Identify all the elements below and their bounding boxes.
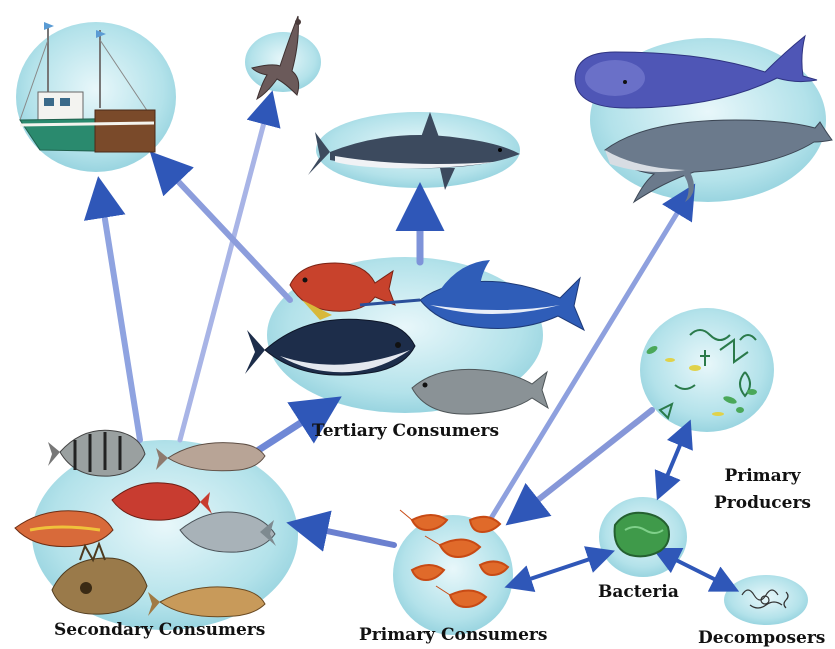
arrow-tertiary-to-boat xyxy=(149,151,293,303)
humpback-whale-icon xyxy=(604,119,833,204)
arrow-secondary-to-boat xyxy=(83,176,143,443)
wrasse-icon xyxy=(14,510,114,548)
primary-producers-node xyxy=(640,308,774,432)
sheepshead-icon xyxy=(48,429,146,477)
arrow-secondary-to-bird xyxy=(177,90,281,443)
diatom-icon xyxy=(646,329,757,420)
soft-arrows xyxy=(83,90,696,552)
primary-consumers-label: Primary Consumers xyxy=(359,625,548,645)
rockfish-icon xyxy=(111,482,212,521)
decomposer-icon xyxy=(741,589,789,609)
marlin-icon xyxy=(359,260,586,332)
grey-fish-icon xyxy=(411,368,549,415)
arrow-primary-to-whales xyxy=(487,183,696,523)
shark-icon xyxy=(308,112,520,190)
arrow-bacteria-primary xyxy=(504,546,615,592)
arrow-bacteria-producers xyxy=(654,419,693,501)
double-arrows xyxy=(504,419,740,592)
primary-producers-label: Primary Producers xyxy=(713,466,812,513)
decomposers-node xyxy=(724,575,808,625)
sperm-whale-icon xyxy=(574,34,818,109)
arrow-producers-to-primary xyxy=(505,407,655,526)
perch-icon xyxy=(156,442,266,472)
jack-icon xyxy=(179,511,276,553)
tuna-icon xyxy=(245,300,416,376)
goatfish-icon xyxy=(148,586,266,618)
john-dory-icon xyxy=(51,541,148,615)
red-rockfish-icon xyxy=(289,262,396,312)
arrow-primary-to-secondary xyxy=(286,510,397,552)
tertiary-consumers-label: Tertiary Consumers xyxy=(312,421,500,441)
primary-consumers-node xyxy=(393,515,513,635)
arrow-bacteria-decomposers xyxy=(652,548,740,592)
seabird-icon xyxy=(251,15,301,101)
bacteria-label: Bacteria xyxy=(598,582,679,602)
bacteria-colony-icon xyxy=(613,511,670,558)
decomposers-label: Decomposers xyxy=(698,628,826,648)
fishing-boat-icon xyxy=(19,22,156,153)
secondary-consumers-label: Secondary Consumers xyxy=(54,620,266,640)
shrimp-icon xyxy=(399,509,510,609)
